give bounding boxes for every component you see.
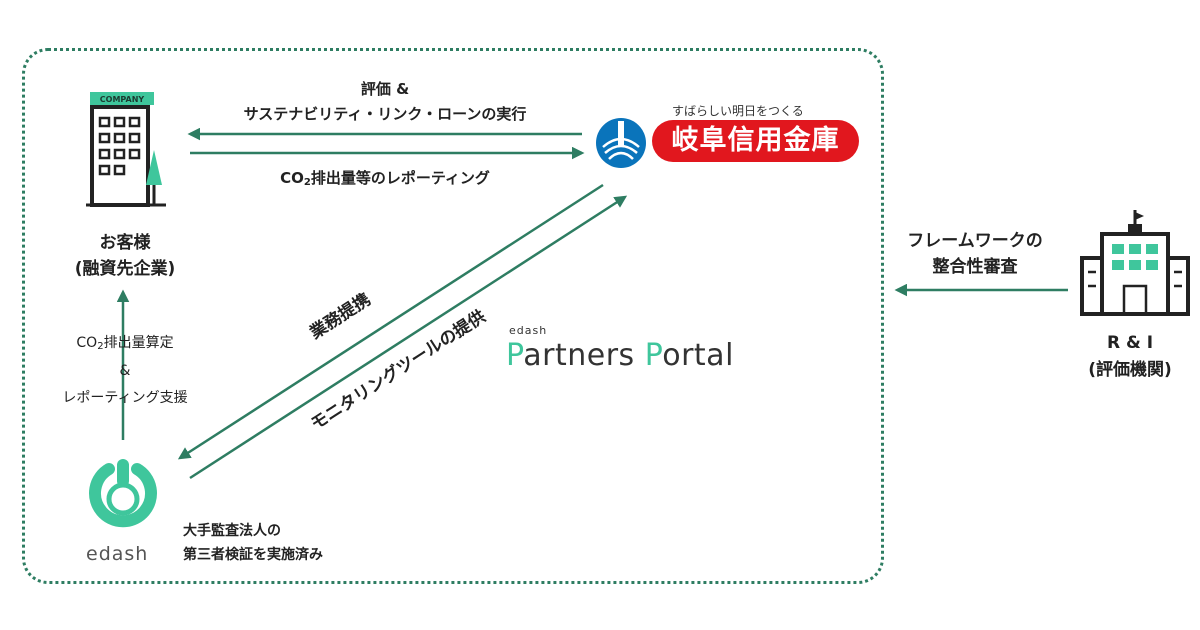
- co2-calc-label: CO2排出量算定: [20, 332, 230, 358]
- company-subtitle: (融資先企業): [74, 259, 176, 279]
- pp-letter-2: P: [644, 338, 663, 373]
- arrow-edash-to-bank: [189, 195, 628, 480]
- company-title: お客様: [99, 233, 151, 253]
- pp-word-1: artners: [523, 338, 645, 373]
- ecosystem-frame: [22, 48, 884, 584]
- rating-agency-building-icon: [1080, 210, 1190, 316]
- co2-calc-sub: 2: [97, 341, 104, 352]
- alignment-review-label: 整合性審査: [932, 257, 1018, 277]
- audit-note-line2: 第三者検証を実施済み: [183, 547, 323, 563]
- company-building-icon: COMPANY: [86, 92, 166, 207]
- co2-calc-suffix: 排出量算定: [103, 335, 174, 351]
- bank-emblem-icon: [596, 118, 646, 168]
- bank-tagline: すばらしい明日をつくる: [672, 104, 804, 118]
- co2-suffix: 排出量等のレポーティング: [310, 169, 490, 187]
- pp-word-2: ortal: [662, 338, 734, 373]
- pp-letter-1: P: [506, 338, 524, 373]
- framework-label: フレームワークの: [907, 231, 1043, 251]
- partners-portal-logo: Partners Portal: [506, 338, 734, 373]
- co2-sub: 2: [303, 177, 311, 188]
- reporting-support-label: レポーティング支援: [62, 390, 188, 406]
- bank-name: 岐阜信用金庫: [652, 120, 859, 162]
- co2-prefix: CO: [280, 169, 304, 187]
- company-sign-label: COMPANY: [100, 95, 145, 104]
- arrow-bank-to-edash: [177, 183, 604, 460]
- edash-power-icon: [89, 459, 157, 528]
- edash-wordmark: edash: [86, 543, 149, 565]
- partners-portal-brand: edash: [509, 324, 548, 337]
- co2-calc-prefix: CO: [76, 335, 98, 351]
- ampersand-label: &: [119, 363, 131, 379]
- evaluation-label: 評価 &: [360, 80, 410, 98]
- ri-title: R & I: [1106, 333, 1154, 353]
- co2-reporting-label: CO2排出量等のレポーティング: [190, 167, 580, 188]
- ri-subtitle: (評価機関): [1088, 360, 1172, 380]
- sll-execution-label: サステナビリティ・リンク・ローンの実行: [243, 105, 527, 123]
- audit-note-line1: 大手監査法人の: [183, 523, 281, 539]
